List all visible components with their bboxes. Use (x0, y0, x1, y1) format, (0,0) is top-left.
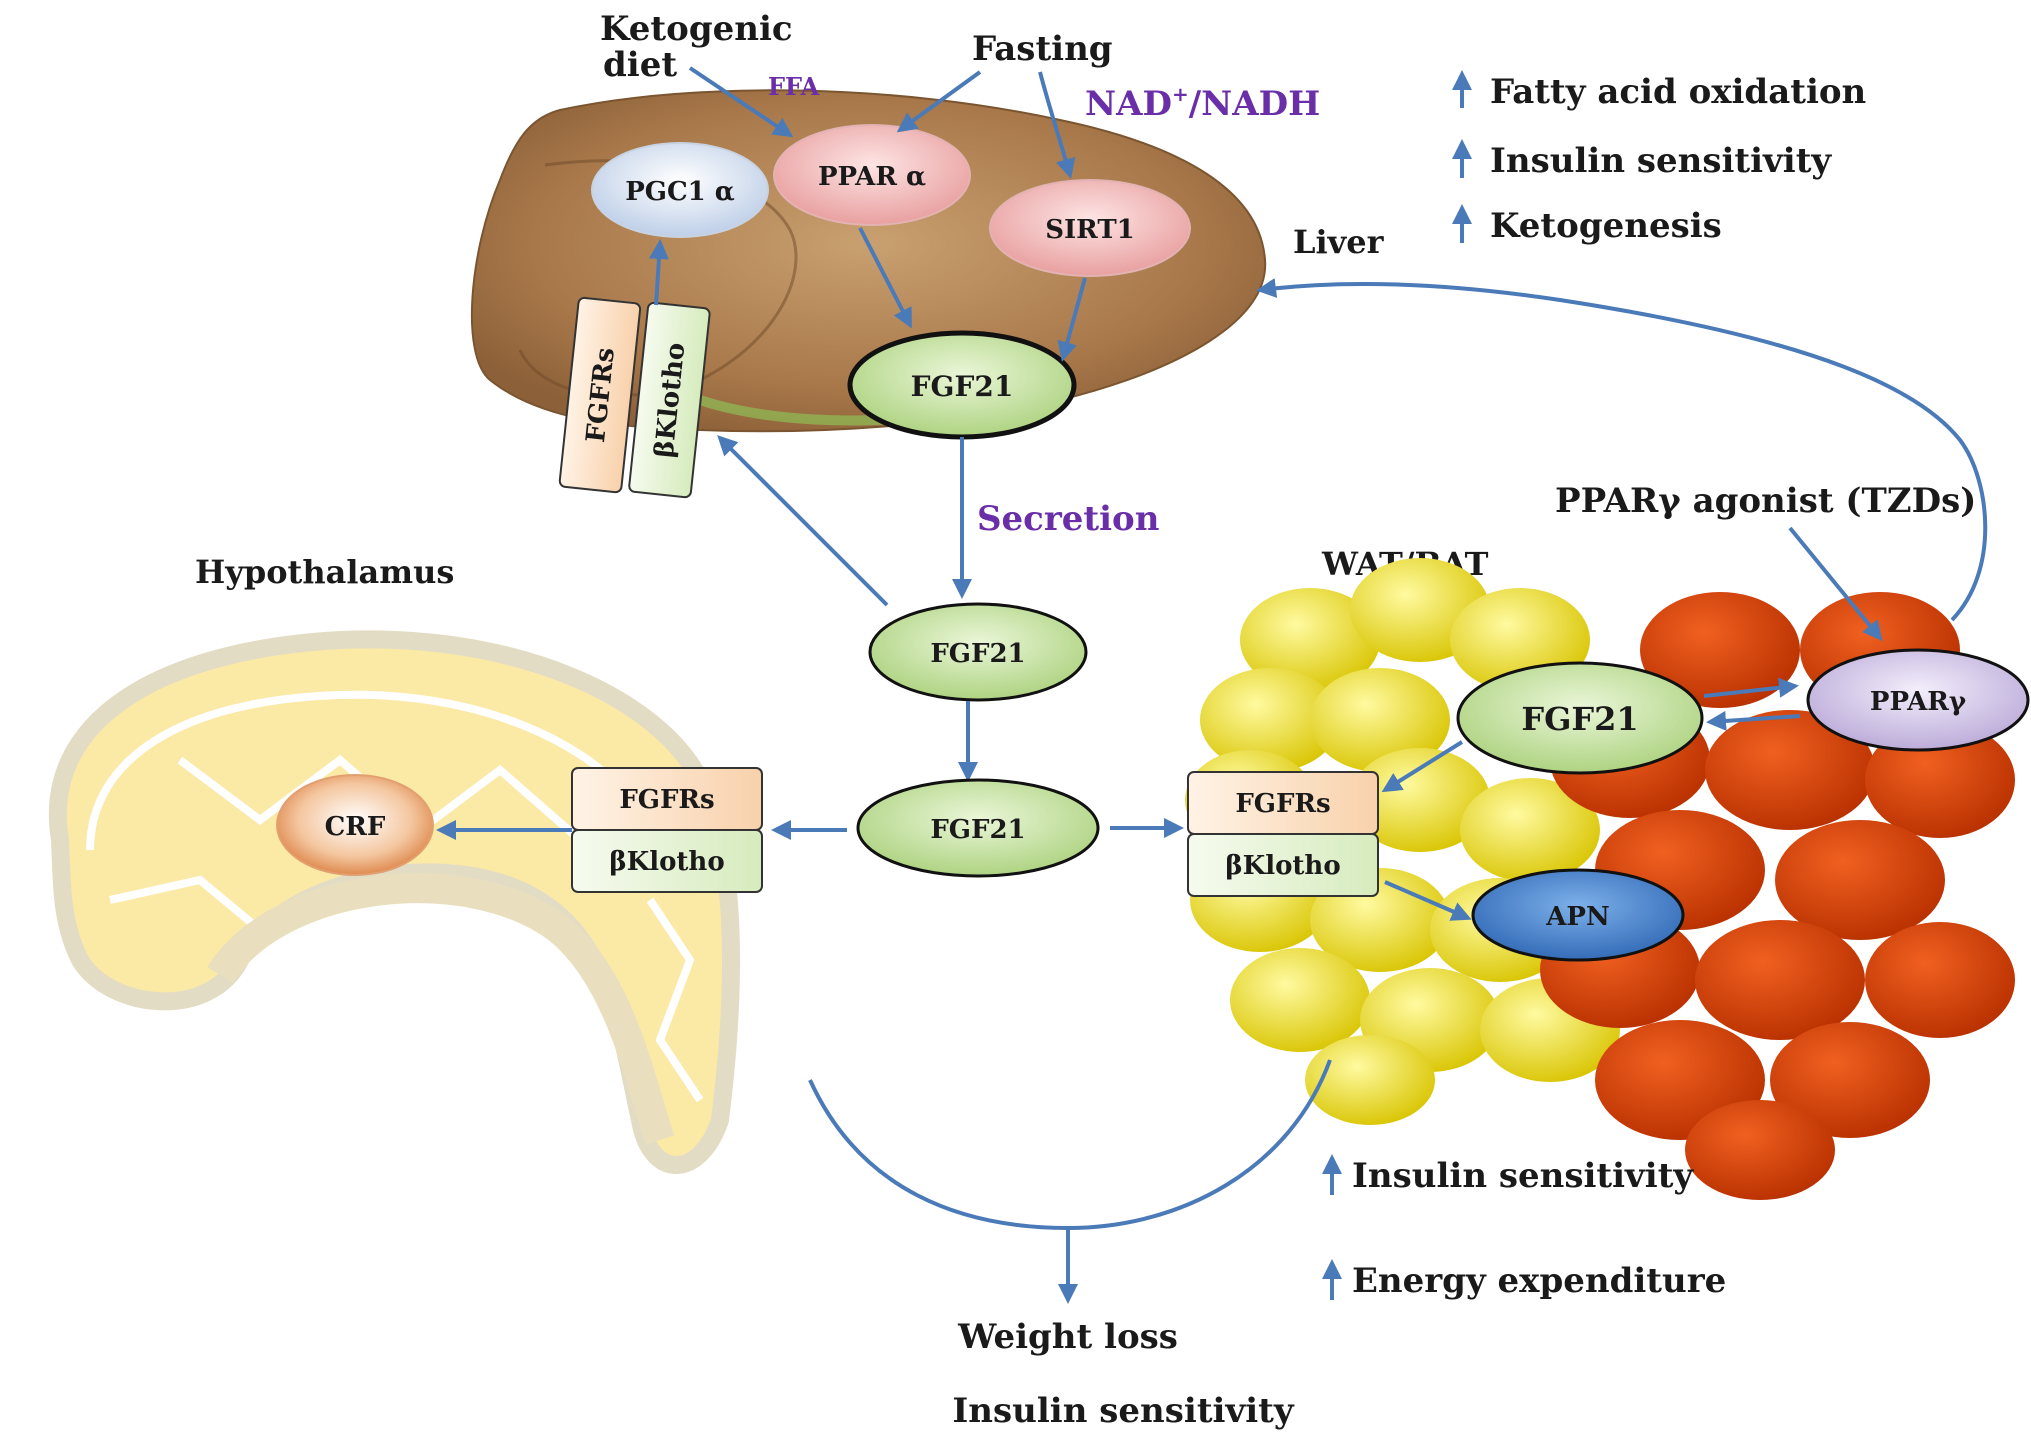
adipose-fgf21-to-receptor-arrow (1381, 740, 1464, 793)
liver-effect-2: Insulin sensitivity (1452, 139, 1832, 181)
circulating-fgf21-center-label: FGF21 (930, 815, 1025, 845)
liver-effects-list: Fatty acid oxidation Insulin sensitivity… (1452, 70, 1866, 246)
pgc1a-label: PGC1 α (625, 177, 735, 207)
pparg-to-fgf21-arrow (1706, 710, 1801, 731)
liver-label: Liver (1293, 223, 1385, 261)
sirt1-node: SIRT1 (989, 179, 1191, 277)
liver-fgf21-label: FGF21 (911, 370, 1014, 403)
adipose-effects-list: Insulin sensitivity Energy expenditure (1322, 1154, 1726, 1301)
hypothalamus-organ (49, 630, 741, 1174)
crf-node: CRF (276, 774, 434, 876)
ppara-node: PPAR α (773, 124, 971, 226)
circulating-fgf21-top: FGF21 (868, 602, 1088, 702)
receptor-to-apn-arrow (1384, 880, 1472, 921)
adipose-effect-2: Energy expenditure (1322, 1259, 1726, 1301)
crf-label: CRF (325, 812, 386, 842)
sirt1-label: SIRT1 (1045, 215, 1135, 245)
ketogenic-diet-label-1: Ketogenic (600, 9, 793, 49)
liver-fgf21-node: FGF21 (847, 330, 1077, 440)
adipose-bklotho-box (1187, 833, 1379, 897)
adipose-bklotho-label: βKlotho (1225, 851, 1340, 881)
fasting-label: Fasting (972, 29, 1113, 69)
pgc1a-node: PGC1 α (591, 142, 769, 238)
liver-receptor-bklotho: βKlotho (628, 301, 711, 499)
hypothalamus-receptor: FGFRs βKlotho (571, 767, 763, 893)
liver-effect-text: Insulin sensitivity (1490, 141, 1832, 181)
adipose-fgfrs-label: FGFRs (1235, 789, 1330, 819)
liver-effect-1: Fatty acid oxidation (1452, 70, 1866, 112)
liver-arrows (648, 66, 1087, 607)
hypothalamus-bklotho-box (571, 829, 763, 893)
adipose-fgf21-label: FGF21 (1521, 700, 1638, 738)
pparg-node: PPARγ (1806, 648, 2030, 752)
circulating-fgf21-top-label: FGF21 (930, 639, 1025, 669)
adipose-effect-text: Energy expenditure (1352, 1261, 1726, 1301)
convergence-curve (808, 1059, 1332, 1231)
adipose-effect-1: Insulin sensitivity (1322, 1154, 1694, 1196)
liver-effect-text: Fatty acid oxidation (1490, 72, 1866, 112)
secretion-label: Secretion (977, 499, 1159, 539)
apn-label: APN (1545, 902, 1610, 932)
liver-effect-3: Ketogenesis (1452, 204, 1722, 246)
pparg-agonist-label: PPARγ agonist (TZDs) (1555, 481, 1976, 521)
ffa-label: FFA (768, 72, 820, 101)
liver-effect-text: Ketogenesis (1490, 206, 1722, 246)
adipose-to-liver-arrow (1256, 278, 1988, 622)
ppara-label: PPAR α (818, 162, 926, 192)
pparg-label: PPARγ (1870, 687, 1967, 717)
hypothalamus-fgfrs-label: FGFRs (619, 785, 714, 815)
adipose-fgf21-node: FGF21 (1456, 661, 1704, 775)
hypothalamus-bklotho-label: βKlotho (609, 847, 724, 877)
outcome-line-1: Weight loss (957, 1317, 1178, 1357)
fgf21-to-pparg-arrow (1703, 677, 1799, 698)
apn-node: APN (1471, 868, 1685, 962)
circulating-fgf21-center: FGF21 (856, 778, 1100, 878)
nad-ratio-label: NAD+/NADH (1085, 82, 1320, 124)
hypothalamus-label: Hypothalamus (195, 553, 454, 591)
adipose-receptor: FGFRs βKlotho (1187, 771, 1379, 897)
adipose-effect-text: Insulin sensitivity (1352, 1156, 1694, 1196)
ketogenic-diet-label-2: diet (603, 45, 677, 85)
liver-receptor-fgfrs: FGFRs (558, 296, 642, 494)
outcome-line-2: Insulin sensitivity (952, 1391, 1294, 1431)
agonist-arrow (1788, 526, 1883, 642)
